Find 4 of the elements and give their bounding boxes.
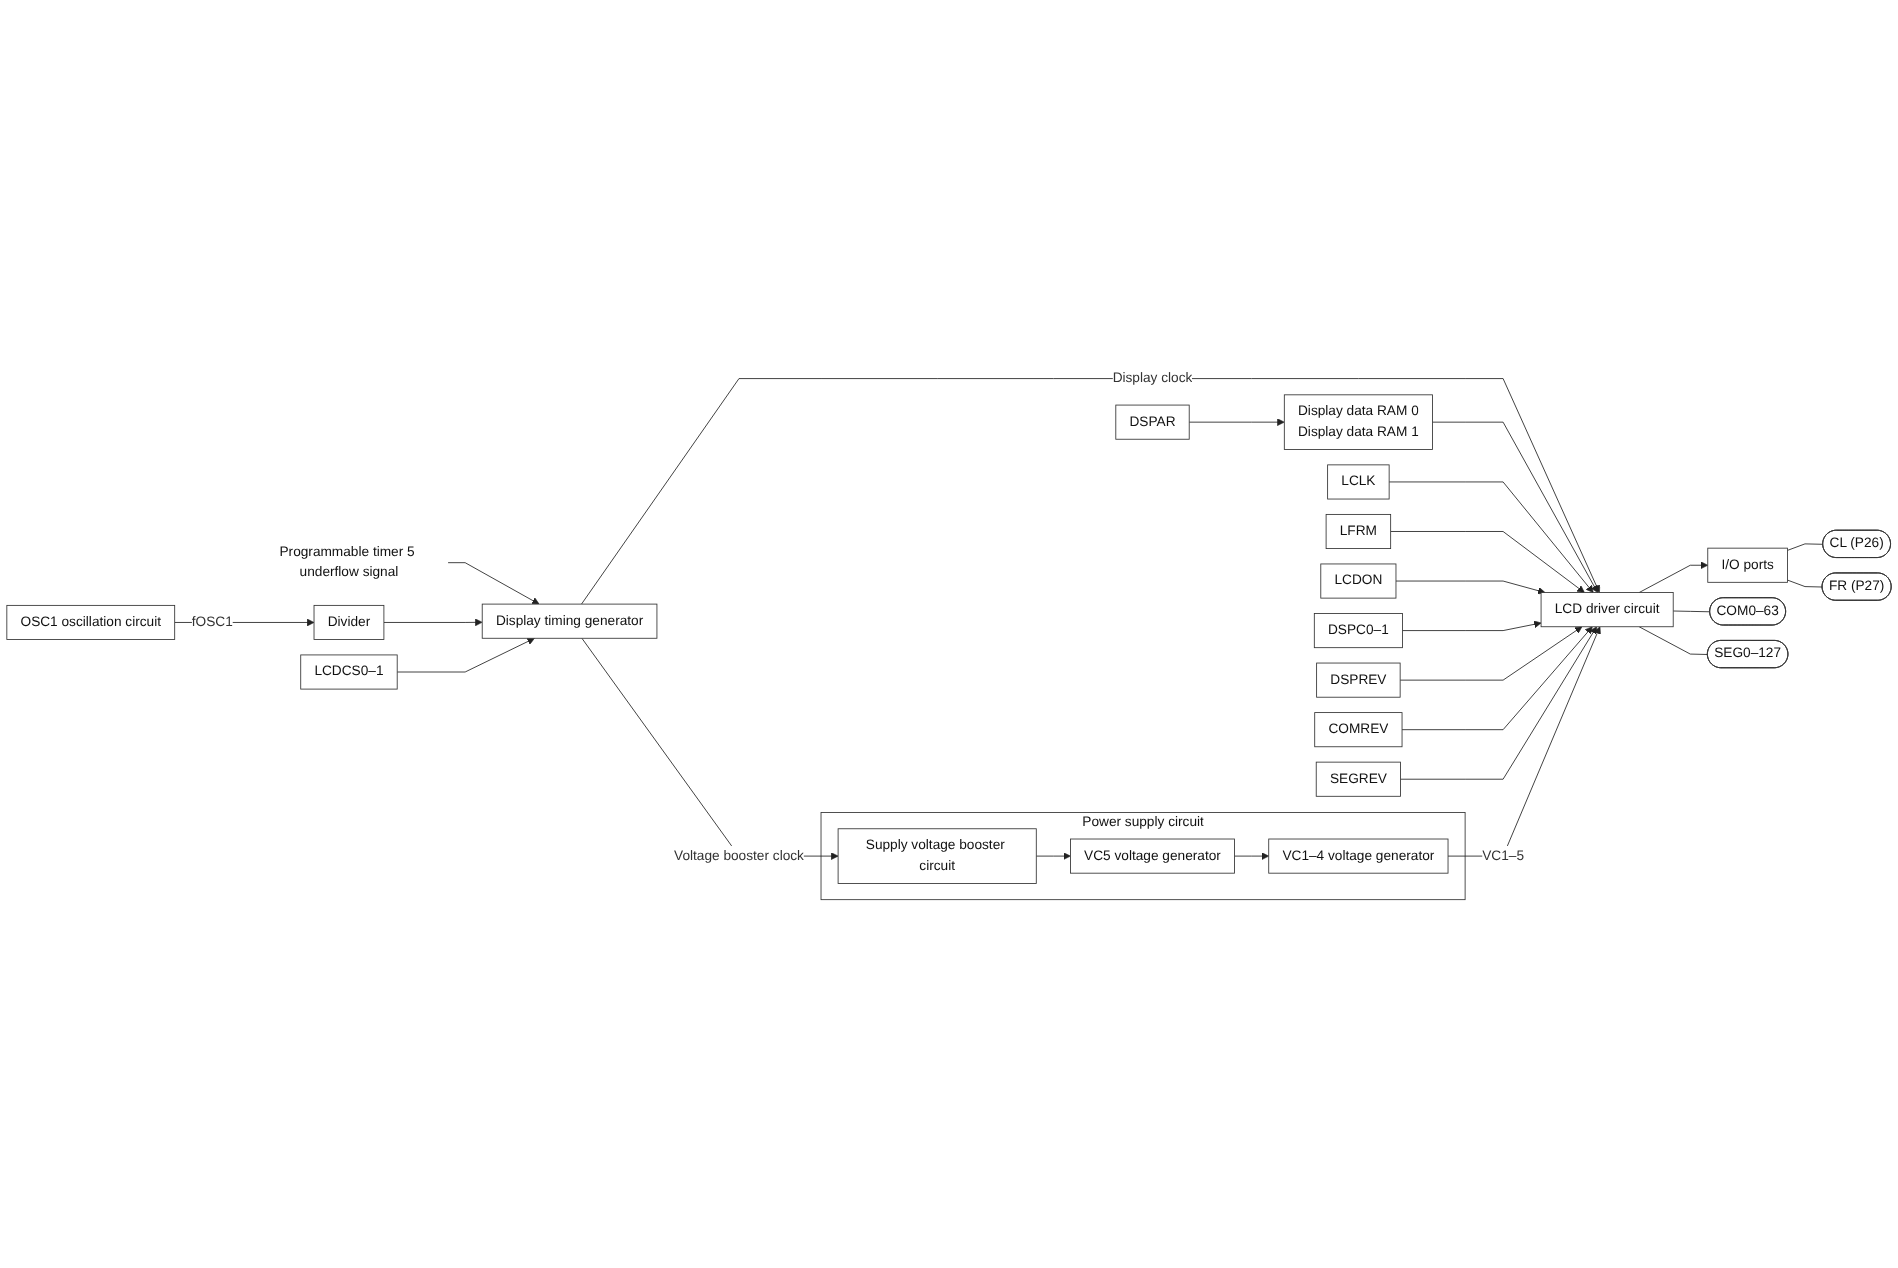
connector <box>1672 610 1711 613</box>
connector <box>1638 626 1709 655</box>
connector <box>1787 543 1824 551</box>
connector <box>1787 579 1823 588</box>
